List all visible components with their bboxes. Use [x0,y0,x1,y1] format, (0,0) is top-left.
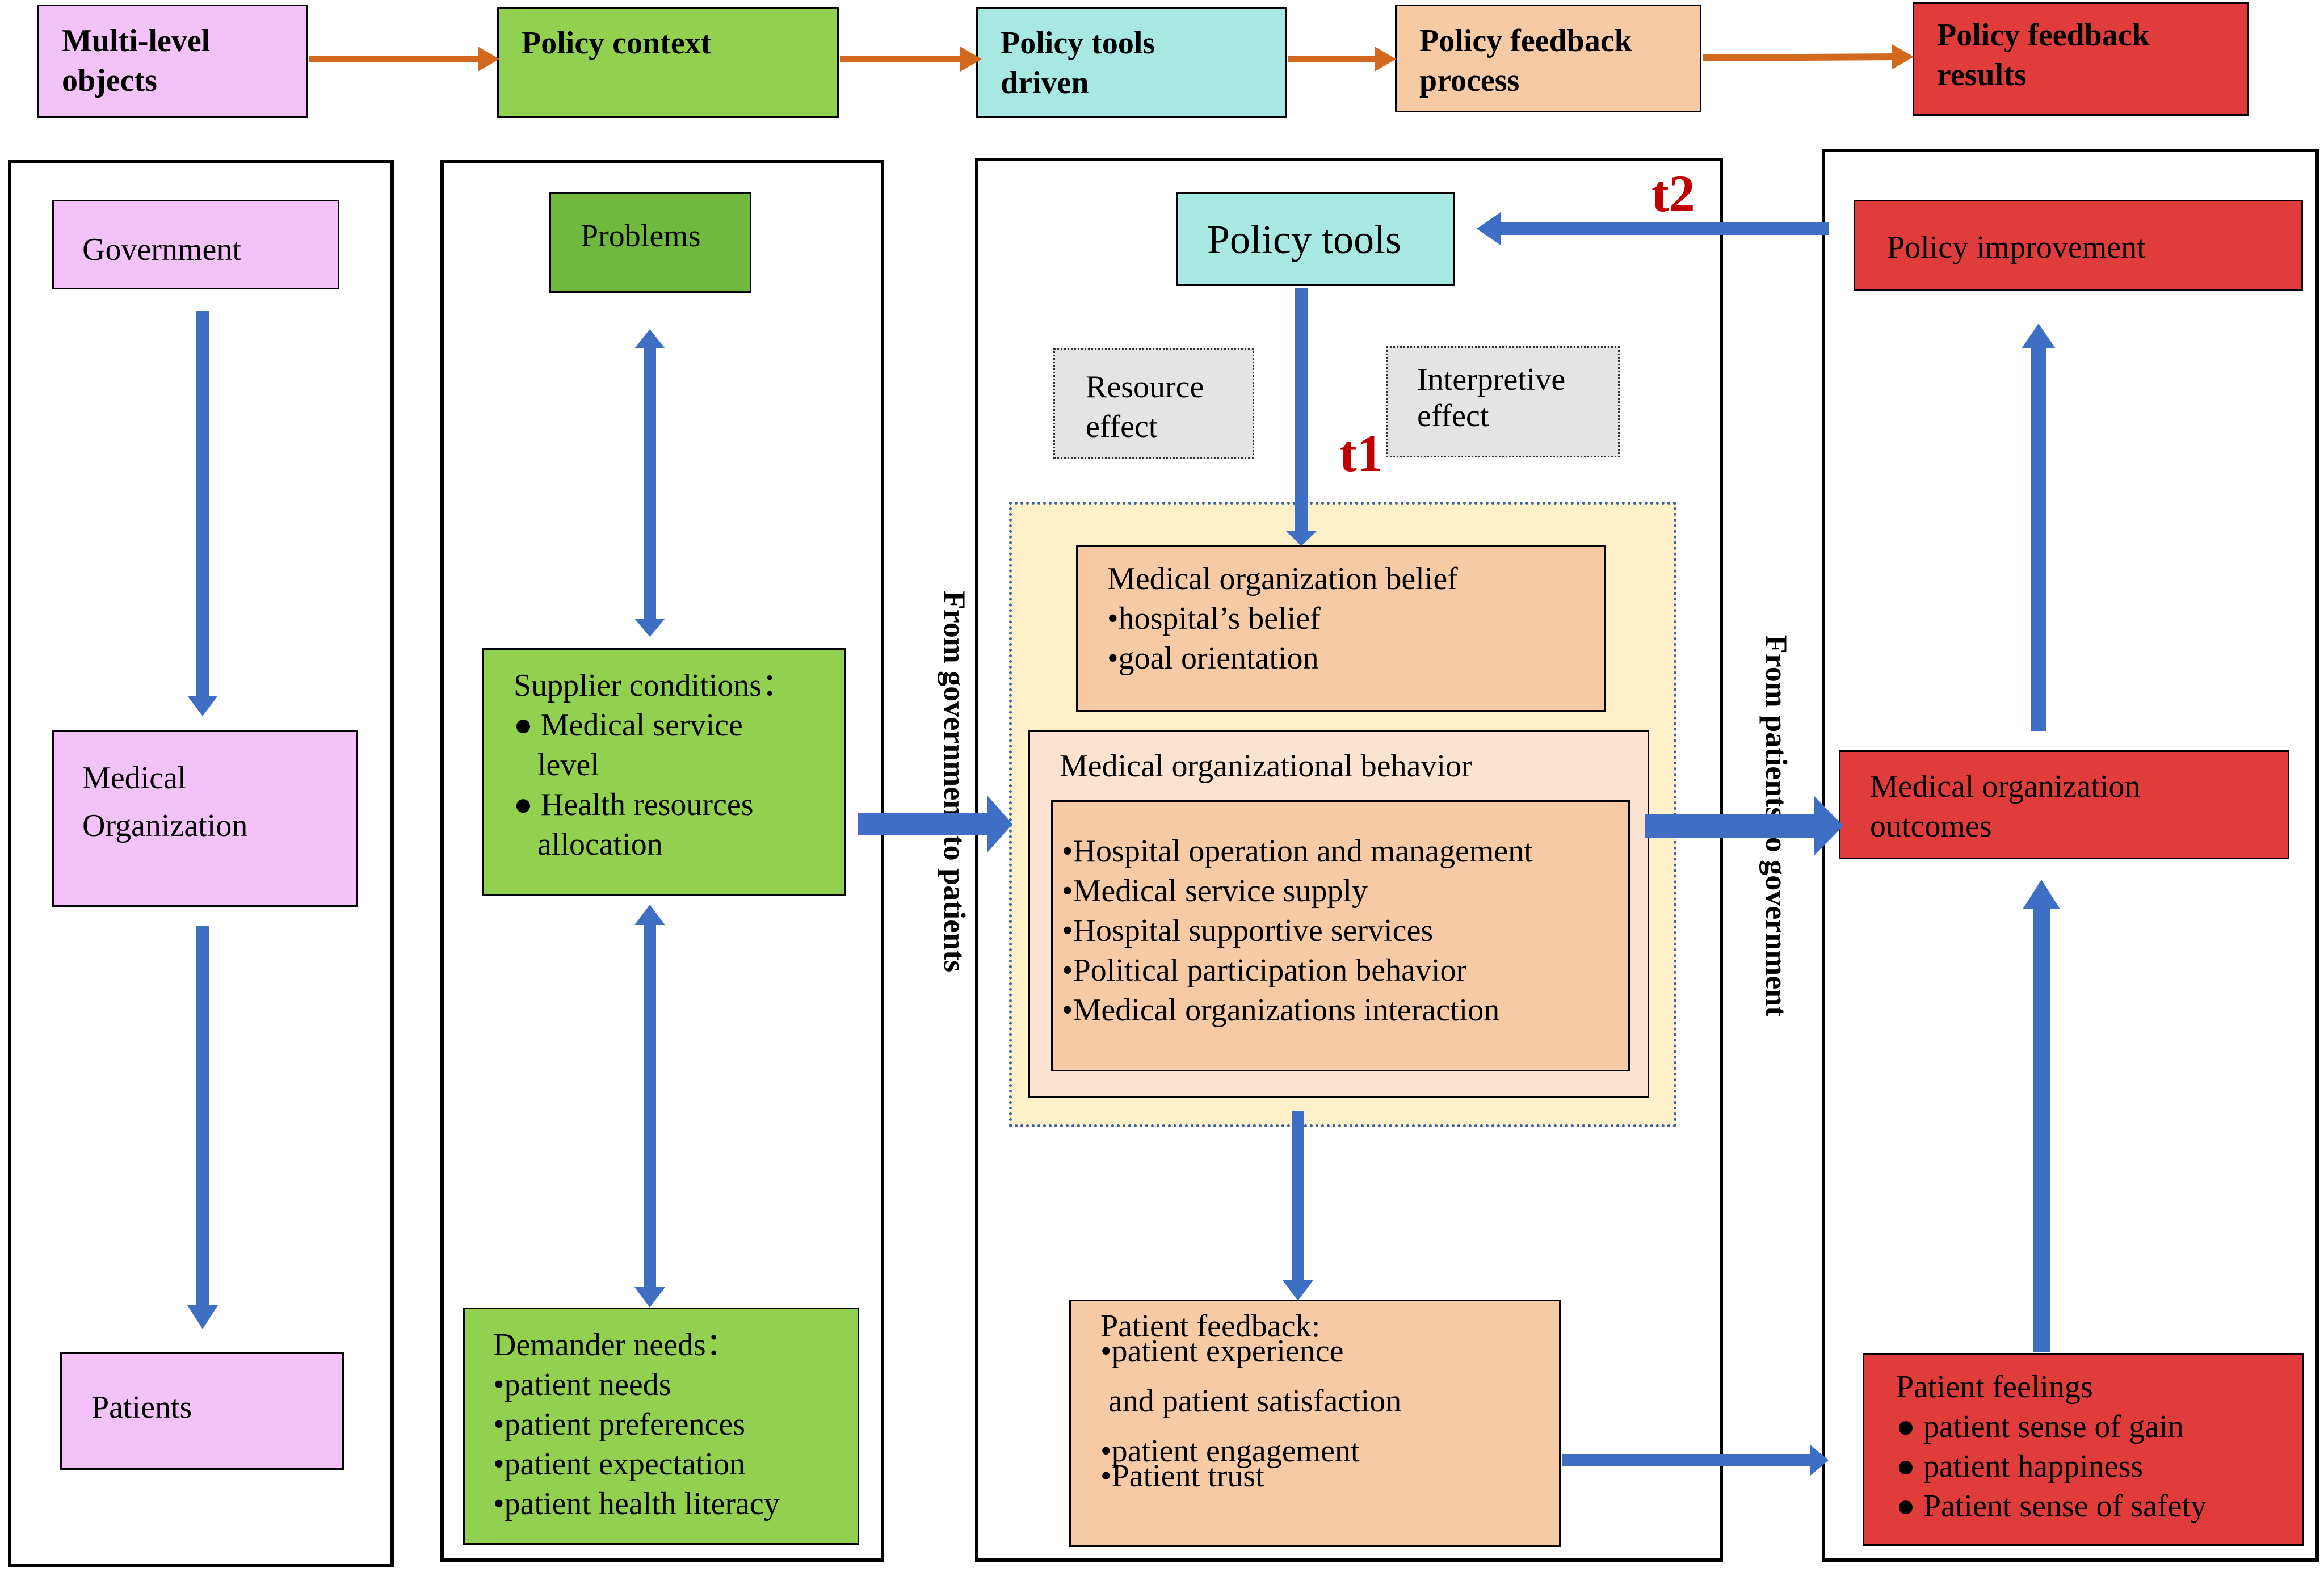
header-arrowhead [478,47,499,72]
patient-feedback-label: Patient feedback: •patient experience an… [1100,1309,1402,1494]
column-multi-level-objects [8,160,394,1567]
demander-needs-label: Demander needs： •patient needs •patient … [493,1327,780,1521]
resource-effect-box: Resource effect [1053,348,1254,459]
header-multi-level-objects: Multi-level objects [37,5,308,118]
policy-tools-box: Policy tools [1176,192,1455,286]
policy-improvement-label: Policy improvement [1887,230,2146,265]
behavior-items-label: •Hospital operation and management •Medi… [1062,834,1533,1028]
supplier-conditions-label: Supplier conditions： ● Medical service l… [514,668,794,862]
context-to-tools-arrow [858,796,1012,852]
belief-label: Medical organization belief •hospital’s … [1107,561,1458,676]
header-arrows [309,44,1914,72]
header-label: Policy feedback process [1419,23,1632,98]
policy-improvement-box: Policy improvement [1854,200,2303,291]
header-arrowhead [1892,44,1914,69]
behavior-to-outcomes-arrow [1645,796,1843,856]
medical-organization-box: Medical Organization [52,730,358,907]
arrow-shaft [644,925,656,1288]
arrow-head [187,1305,218,1329]
patient-feedback-box: Patient feedback: •patient experience an… [1069,1300,1561,1547]
behavior-items-box: •Hospital operation and management •Medi… [1051,800,1630,1071]
header-policy-feedback-process: Policy feedback process [1395,5,1701,112]
arrow-shaft [1292,1111,1304,1280]
feedback-to-feelings-arrow [1562,1445,1829,1476]
column-policy-context [440,160,884,1562]
patient-feelings-label: Patient feelings ● patient sense of gain… [1896,1369,2207,1524]
arrow-head [634,619,665,637]
patients-label: Patients [91,1390,192,1425]
government-label: Government [82,232,241,267]
header-label: Policy tools driven [1001,26,1155,100]
arrow-head [987,796,1012,852]
policy-tools-label: Policy tools [1207,217,1402,262]
arrow-shaft [1645,814,1821,838]
problems-label: Problems [581,218,701,254]
arrow-head [2022,323,2056,348]
supplier-conditions-box: Supplier conditions： ● Medical service l… [482,648,846,896]
organization-outcomes-box: Medical organization outcomes [1839,750,2289,859]
arrow-shaft [1562,1454,1812,1466]
column-policy-tools [975,158,1723,1562]
medical-organization-label: Medical Organization [82,760,248,843]
header-label: Multi-level objects [62,23,211,98]
objects-arrows [187,311,218,1329]
arrow-shaft [1295,288,1308,532]
arrow-head [634,1287,665,1308]
context-arrows [634,329,665,1308]
arrow-head [1477,212,1501,245]
arrow-shaft [196,926,209,1306]
arrow-head [1810,1445,1829,1476]
arrow-head [1286,531,1317,546]
medical-organization-belief-box: Medical organization belief •hospital’s … [1076,545,1606,712]
arrow-head [634,905,665,925]
header-arrow [1702,53,1896,61]
results-arrows [2022,323,2060,1352]
arrow-shaft [858,813,994,835]
arrow-shaft [196,311,209,697]
t2-mark: t2 [1651,165,1695,222]
interpretive-effect-label: Interpretive effect [1417,362,1566,434]
patients-box: Patients [60,1352,344,1470]
behavior-title: Medical organizational behavior [1060,749,1472,784]
tools-arrows [1283,288,1317,1301]
arrow-head [187,696,218,716]
header-label: Policy feedback results [1937,18,2150,93]
arrow-head [634,329,665,348]
header-policy-context: Policy context [497,7,839,118]
header-label: Policy context [522,26,712,61]
arrow-shaft [1498,222,1829,235]
arrow-shaft [644,347,656,620]
arrow-shaft [2031,347,2046,731]
header-arrowhead [1375,47,1396,72]
organization-outcomes-label: Medical organization outcomes [1870,769,2141,844]
arrow-head [2023,880,2060,909]
problems-box: Problems [549,192,751,293]
arrow-shaft [2033,908,2050,1352]
resource-effect-label: Resource effect [1086,369,1204,444]
header-arrowhead [960,47,982,72]
patient-feelings-box: Patient feelings ● patient sense of gain… [1863,1353,2304,1546]
header-policy-tools-driven: Policy tools driven [976,7,1287,118]
header-policy-feedback-results: Policy feedback results [1913,2,2249,116]
demander-needs-box: Demander needs： •patient needs •patient … [463,1308,859,1545]
arrow-head [1283,1280,1313,1301]
improvement-to-tools-arrow [1477,212,1829,245]
government-box: Government [52,200,339,289]
arrow-head [1814,796,1843,856]
interpretive-effect-box: Interpretive effect [1386,346,1620,457]
t1-mark: t1 [1339,424,1383,482]
column-feedback-results [1822,149,2319,1562]
